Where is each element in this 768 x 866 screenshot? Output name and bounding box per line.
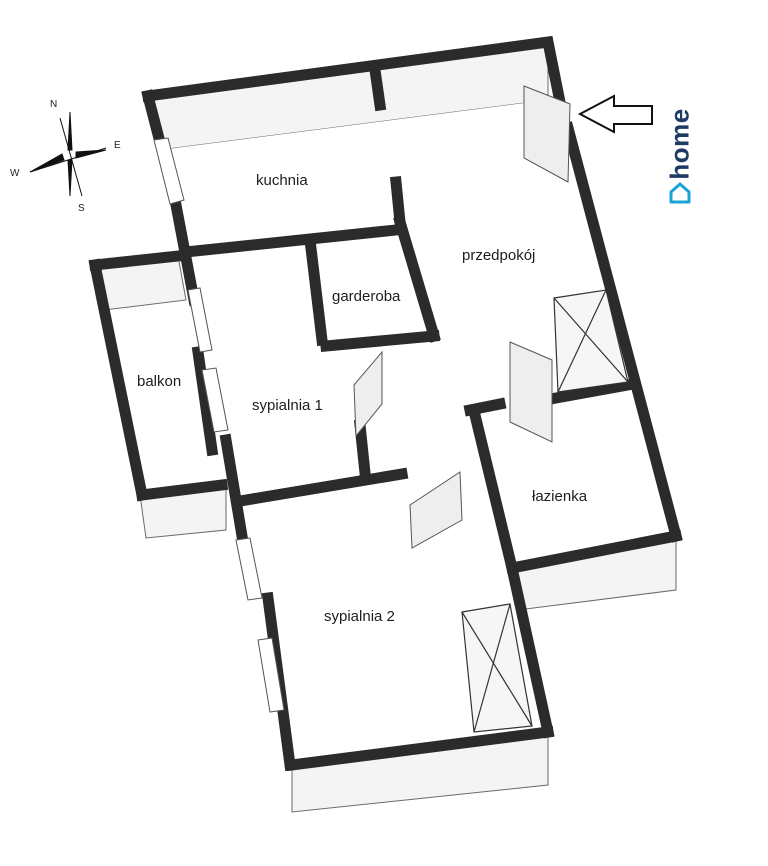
room-label-sypialnia-2: sypialnia 2 <box>324 608 395 625</box>
room-label-lazienka: łazienka <box>532 488 588 505</box>
room-label-kuchnia: kuchnia <box>256 172 308 189</box>
entrance-arrow <box>577 94 653 134</box>
room-label-garderoba: garderoba <box>332 288 401 305</box>
compass-south: S <box>78 203 85 214</box>
brand-name: home <box>664 108 695 180</box>
wardrobes <box>461 289 629 733</box>
room-label-przedpokoj: przedpokój <box>462 247 536 264</box>
room-label-balkon: balkon <box>137 373 182 390</box>
walls <box>88 35 683 772</box>
room-label-sypialnia-1: sypialnia 1 <box>252 397 323 414</box>
house-icon <box>669 182 691 204</box>
floors <box>160 100 620 760</box>
windows <box>153 137 285 713</box>
compass-east: E <box>114 140 121 151</box>
compass-west: W <box>10 168 20 179</box>
compass-north: N <box>50 99 58 110</box>
brand-logo: home <box>660 88 700 204</box>
doors <box>353 85 571 549</box>
compass-rose <box>29 111 107 197</box>
